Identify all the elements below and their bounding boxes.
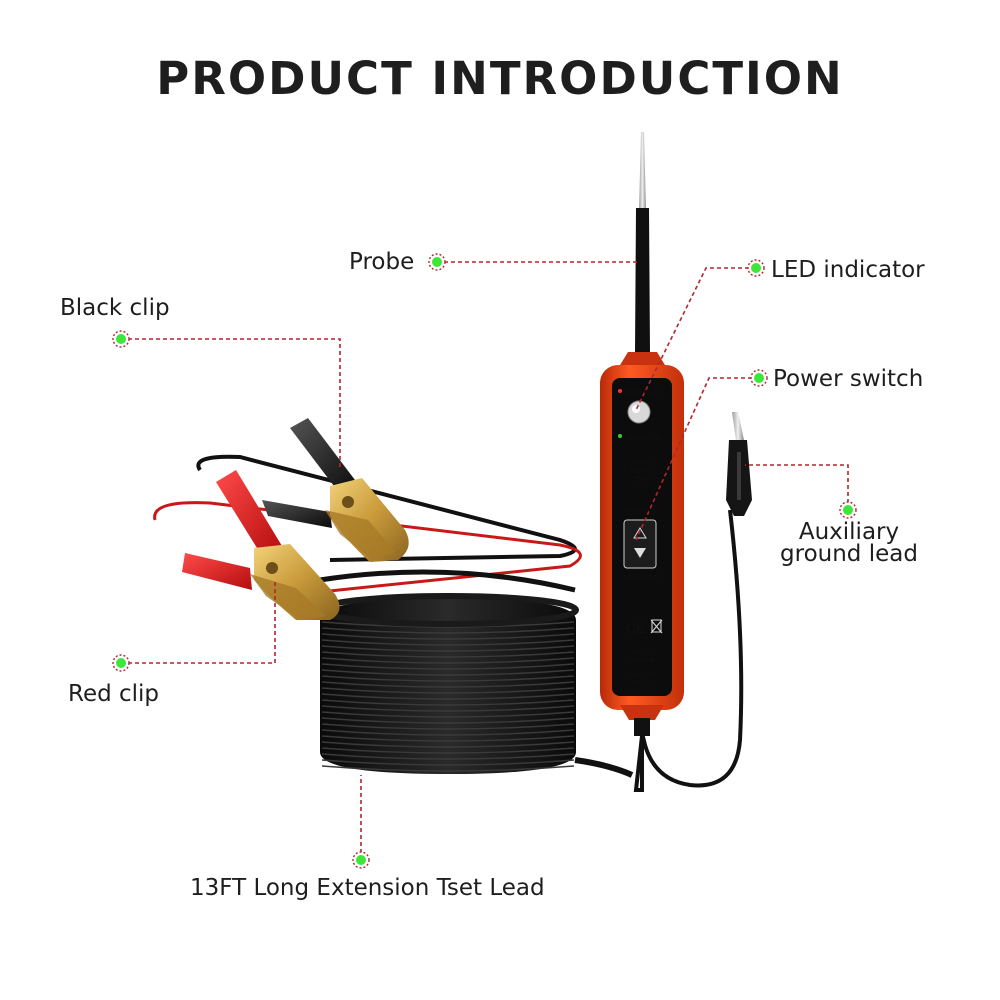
cable-winding	[321, 657, 575, 664]
cable-winding	[321, 705, 575, 712]
cable-winding	[321, 675, 575, 682]
device-mode-line2: RESET	[630, 468, 654, 475]
led-indicator-marker	[747, 259, 765, 277]
cable-winding	[321, 645, 575, 652]
black-clip-marker	[112, 330, 130, 348]
cable-winding	[321, 711, 575, 718]
callout-led-indicator-label: LED indicator	[771, 257, 925, 283]
extension-lead-marker	[352, 851, 370, 869]
callout-markers	[112, 253, 857, 869]
red-clip-marker	[112, 654, 130, 672]
coiled-extension-cable	[153, 454, 634, 778]
red-clip	[182, 470, 340, 620]
cable-winding	[321, 753, 575, 760]
device-ce-mark: CE	[626, 620, 645, 636]
cable-winding	[321, 633, 575, 640]
probe-marker	[428, 253, 446, 271]
leader-black-clip	[121, 338, 341, 470]
callout-red-clip-label: Red clip	[68, 681, 160, 707]
device-mode-line3: TRIP	[634, 477, 650, 484]
callout-leader-lines	[121, 261, 849, 860]
device-model-line3: 6-24V DC	[628, 688, 657, 695]
cable-winding	[321, 693, 575, 700]
leader-led-indicator	[635, 267, 756, 411]
cable-winding	[321, 651, 575, 658]
cable-winding	[321, 639, 575, 646]
device-switch-positive-label: POSITIVE	[625, 509, 658, 516]
callout-power-switch-label: Power switch	[773, 366, 924, 392]
cable-winding	[321, 747, 575, 754]
cable-winding	[321, 681, 575, 688]
cable-winding	[321, 627, 575, 634]
device-mode-line1: AUTO	[632, 459, 652, 466]
circuit-tester-probe	[600, 132, 684, 792]
device-brand-line2: PROBE	[630, 658, 655, 665]
auxiliary-ground-lead	[638, 412, 752, 788]
cable-winding	[321, 663, 575, 670]
leader-power-switch	[635, 377, 759, 541]
device-model-line2: PP1V5	[632, 680, 653, 687]
cable-winding	[321, 723, 575, 730]
power-switch-marker	[750, 369, 768, 387]
cable-winding	[321, 669, 575, 676]
cable-winding	[321, 765, 575, 772]
callout-aux-ground-label-line2: ground lead	[780, 541, 918, 567]
device-model-line1: Model No	[628, 672, 656, 679]
black-clip	[262, 418, 409, 562]
callout-extension-lead-label: 13FT Long Extension Tset Lead	[190, 875, 545, 901]
device-positive-label: POSITIVE	[626, 390, 659, 397]
cable-winding	[321, 687, 575, 694]
leader-red-clip	[121, 580, 276, 664]
cable-winding	[321, 759, 575, 766]
callout-black-clip-label: Black clip	[60, 295, 170, 321]
callout-aux-ground-label-line1: Auxiliary	[798, 519, 900, 545]
callout-probe-label: Probe	[349, 249, 415, 275]
leader-aux-ground	[745, 464, 849, 510]
device-negative-label: NEGATIVE	[626, 435, 661, 442]
cable-winding	[321, 741, 575, 748]
cable-winding	[321, 735, 575, 742]
page-title: PRODUCT INTRODUCTION	[156, 52, 844, 105]
device-switch-negative-label: NEGATIVE	[624, 575, 659, 582]
device-brand-line1: AUTO	[632, 649, 652, 656]
cable-winding	[321, 717, 575, 724]
aux-ground-marker	[839, 501, 857, 519]
cable-winding	[321, 699, 575, 706]
cable-winding	[321, 729, 575, 736]
